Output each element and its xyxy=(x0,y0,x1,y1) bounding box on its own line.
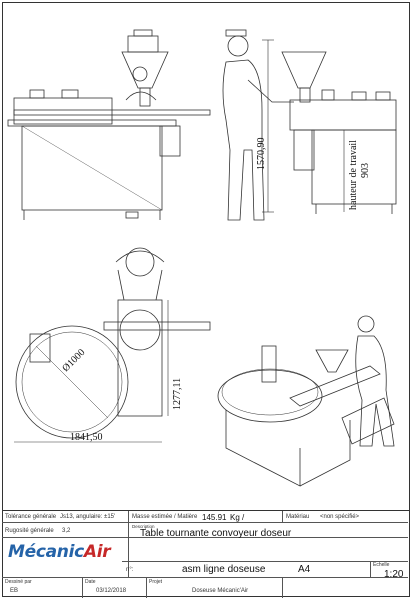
top-view xyxy=(14,247,211,443)
side-motor xyxy=(293,129,315,171)
date-value: 03/12/2018 xyxy=(96,588,127,594)
front-conveyor xyxy=(13,109,211,116)
side-box-1 xyxy=(321,89,335,101)
operator-cap xyxy=(225,29,247,37)
front-foot xyxy=(125,211,139,219)
iso-conveyor xyxy=(289,365,381,407)
operator-arm xyxy=(247,79,294,103)
iso-base xyxy=(225,410,301,487)
iso-bin xyxy=(341,397,395,445)
work-height-label: hauteur de travail xyxy=(348,140,359,210)
scale-label: Echelle xyxy=(373,562,390,568)
front-side-box xyxy=(159,125,181,157)
width-label: 1277,11 xyxy=(172,378,183,410)
mecanic-air-logo: MécanicAir xyxy=(8,542,111,562)
side-box-2 xyxy=(351,91,367,101)
technical-drawing: 1570,90 hauteur de travail 903 Ø1000 184… xyxy=(7,29,397,487)
side-hopper xyxy=(281,51,327,89)
work-height-value: 903 xyxy=(360,163,371,178)
front-box-1 xyxy=(29,89,45,99)
top-turntable-inner xyxy=(21,331,123,433)
iso-control-column xyxy=(261,345,277,383)
diameter-label: Ø1000 xyxy=(60,347,87,374)
side-cabinet xyxy=(311,129,397,205)
description-label: Description xyxy=(132,524,155,529)
top-operator-head xyxy=(125,247,155,277)
front-view xyxy=(7,29,211,220)
title-block: Tolérance générale Js13, angulaire: ±15'… xyxy=(2,510,410,598)
mass-unit: Kg / xyxy=(230,513,245,522)
top-conveyor xyxy=(103,321,211,331)
front-hopper-top xyxy=(133,29,153,37)
tolerance-label: Tolérance générale xyxy=(5,514,57,520)
tolerance-value: Js13, angulaire: ±15' xyxy=(60,514,116,520)
front-table-plate xyxy=(7,119,177,127)
side-box-3 xyxy=(375,91,391,101)
project-label: Projet xyxy=(149,579,163,585)
operator-body xyxy=(222,59,265,221)
iso-base-side xyxy=(299,420,351,487)
operator-head xyxy=(227,35,249,57)
mass-label: Masse estimée / Matière xyxy=(132,514,198,520)
side-view xyxy=(262,39,397,214)
side-upper-housing xyxy=(289,99,397,131)
iso-turntable xyxy=(217,369,323,423)
isometric-view xyxy=(217,315,395,487)
iso-operator-head xyxy=(357,315,375,333)
number-label: n°: xyxy=(126,567,134,573)
scale-value: 1:20 xyxy=(384,569,404,580)
top-turntable-axis xyxy=(35,345,109,419)
front-cabinet xyxy=(21,125,163,211)
front-operator-head xyxy=(132,66,148,82)
iso-turntable-top xyxy=(221,368,319,416)
iso-hopper xyxy=(315,349,349,373)
material-label: Matériau xyxy=(286,514,310,520)
front-hopper xyxy=(121,51,169,89)
drawn-by-value: EB xyxy=(10,588,19,594)
front-hopper-lid xyxy=(127,35,159,53)
front-doser xyxy=(139,87,151,107)
side-doser xyxy=(299,87,311,103)
height-dim-label: 1570,90 xyxy=(256,138,267,171)
roughness-value: 3,2 xyxy=(62,528,71,534)
operator-side-view xyxy=(222,29,294,221)
top-turntable xyxy=(15,325,129,439)
top-frame xyxy=(117,299,163,417)
project-value: Doseuse Mécanic'Air xyxy=(192,588,249,594)
top-operator-shoulders xyxy=(115,250,165,263)
drawn-by-label: Dessiné par xyxy=(5,579,32,585)
sheet-frame xyxy=(2,2,410,597)
front-box-2 xyxy=(61,89,79,99)
roughness-label: Rugosité générale xyxy=(5,528,54,534)
mass-value: 145.91 xyxy=(202,513,227,522)
date-label: Date xyxy=(85,579,96,585)
length-label: 1841,50 xyxy=(70,432,103,443)
number-value: asm ligne doseuse xyxy=(182,564,266,575)
top-operator-arms xyxy=(117,269,163,301)
description-value: Table tournante convoyeur doseur xyxy=(140,528,292,539)
top-control-panel xyxy=(29,333,51,363)
material-value: <non spécifié> xyxy=(320,514,360,520)
format-value: A4 xyxy=(298,564,311,575)
iso-operator-body xyxy=(355,335,395,447)
front-cabinet-diag xyxy=(21,125,163,211)
front-operator-shoulders xyxy=(125,91,157,101)
